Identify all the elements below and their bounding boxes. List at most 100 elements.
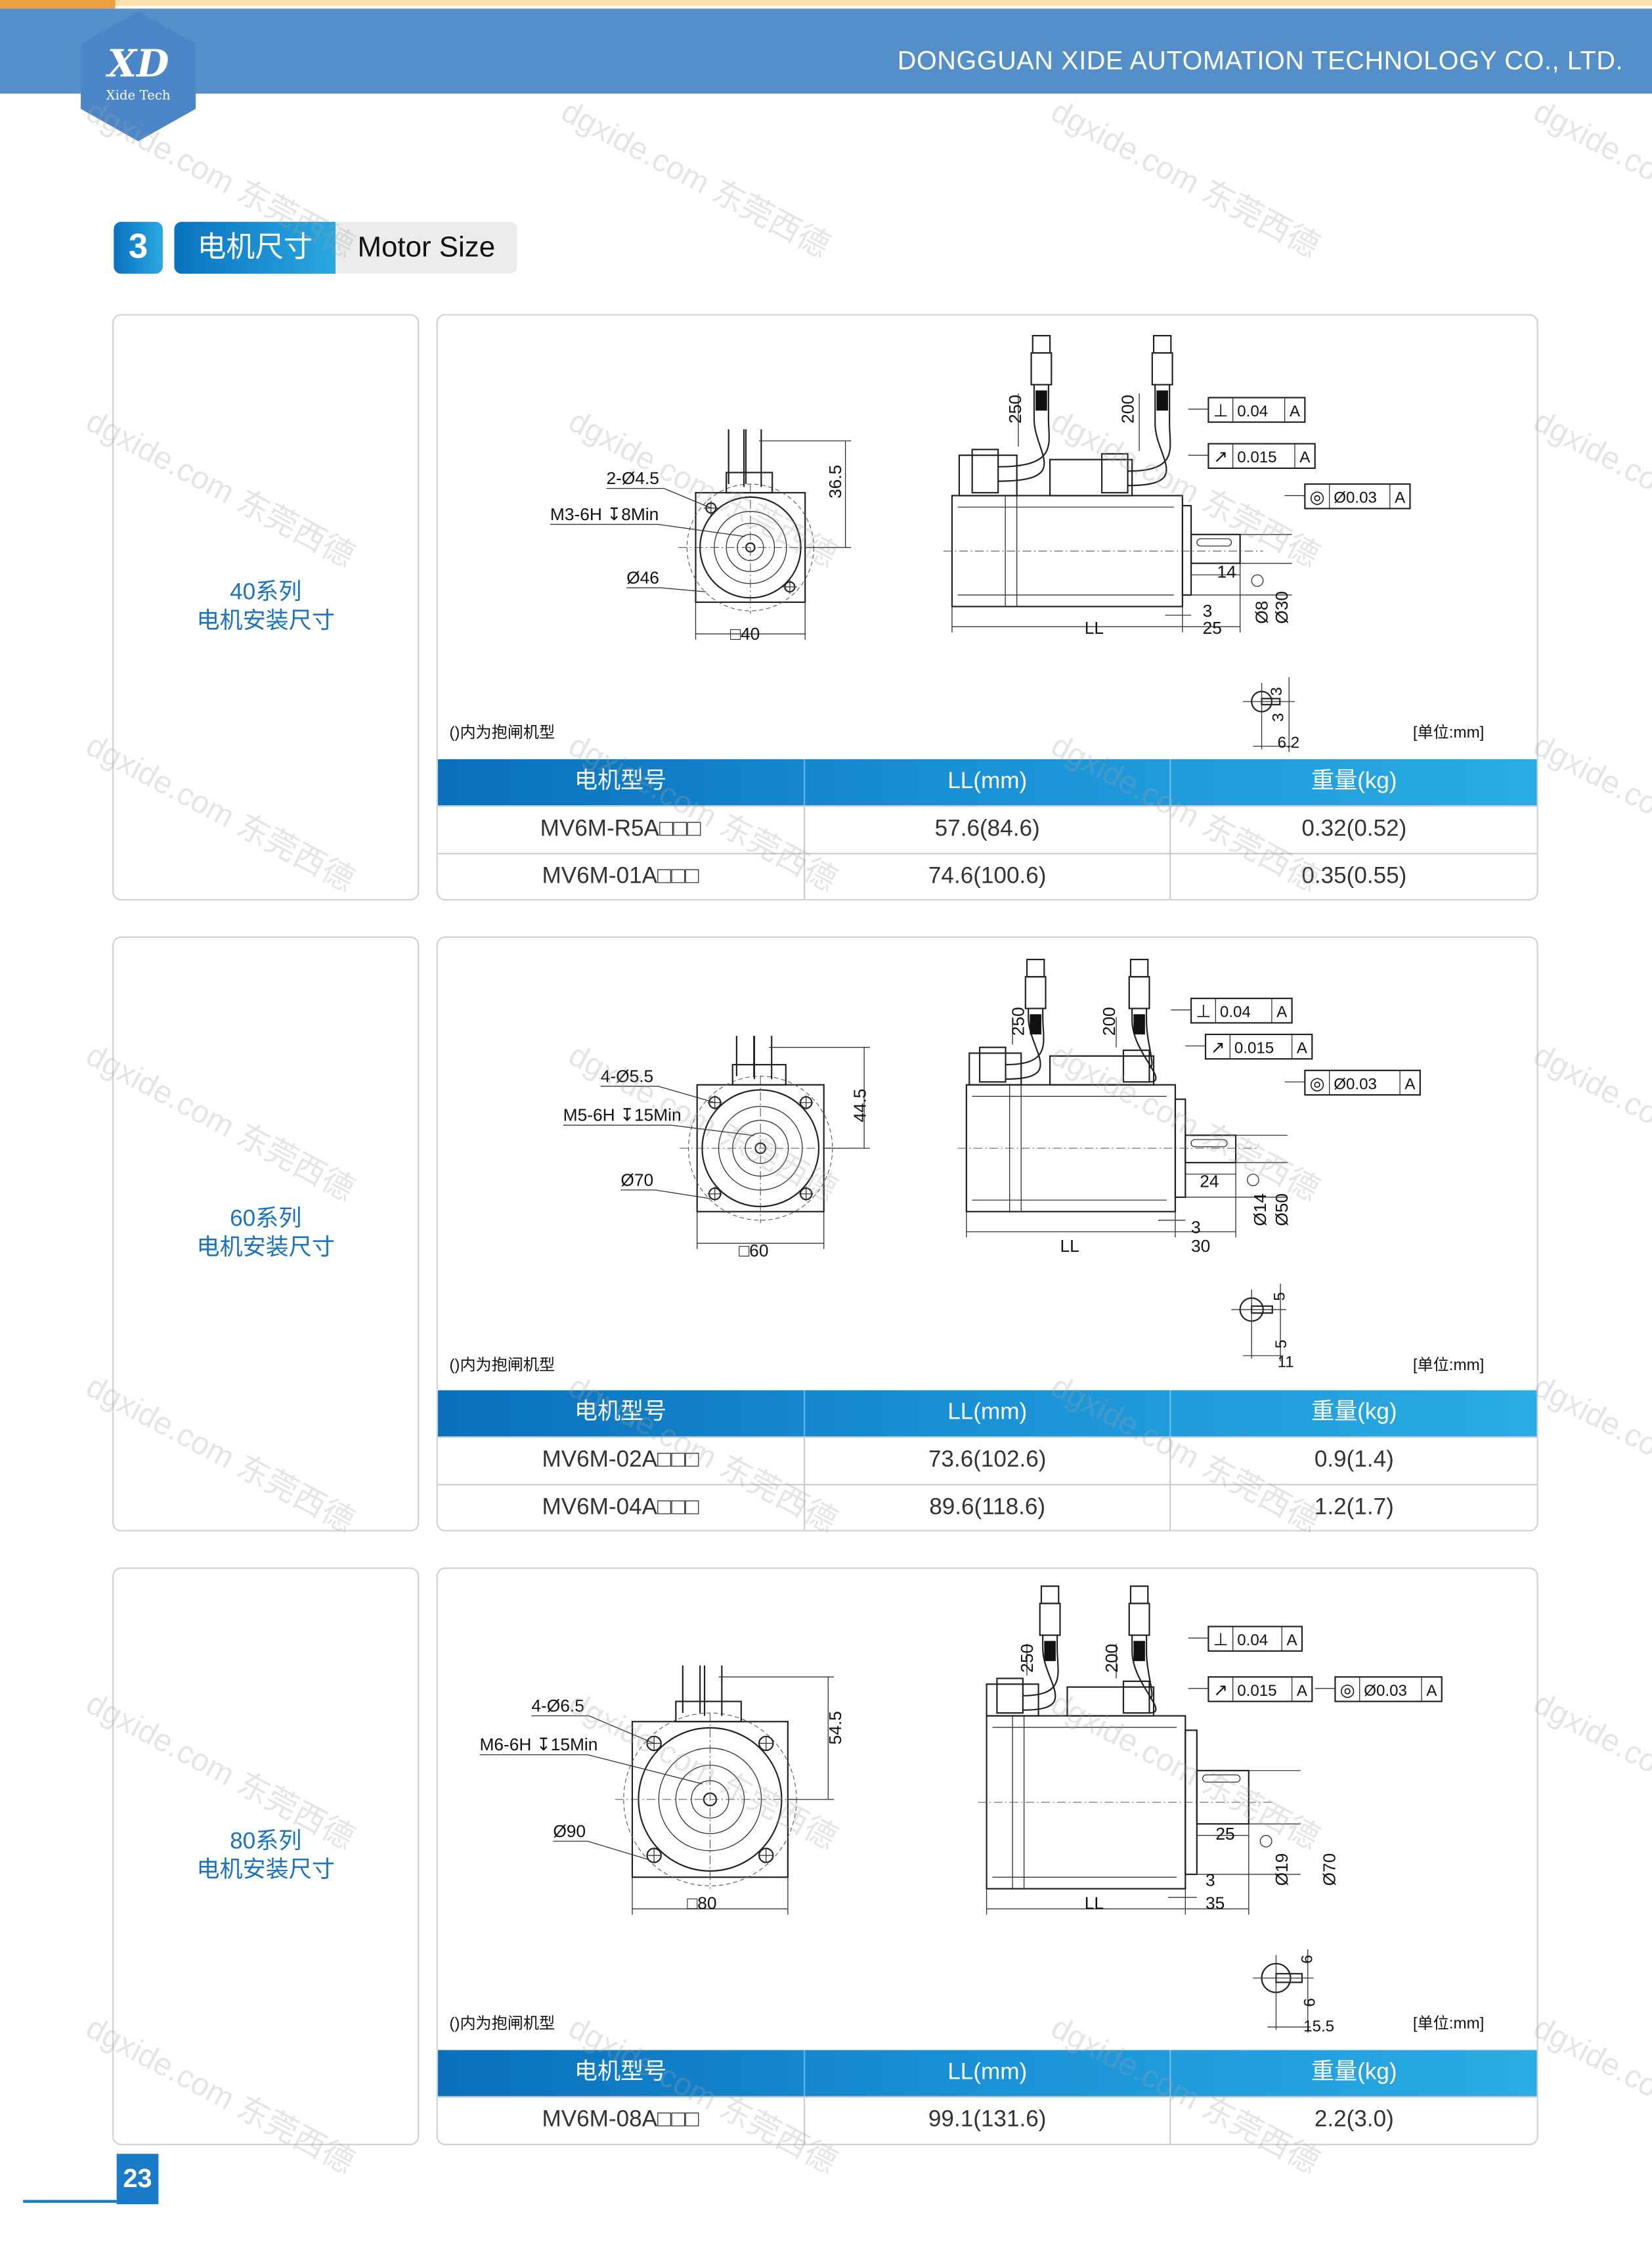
perpendicularity-value: 0.04: [1220, 1004, 1251, 1021]
runout-symbol-icon: ↗: [1211, 1037, 1225, 1057]
perpendicularity-datum: A: [1290, 403, 1301, 420]
spigot-dia-label: Ø50: [1272, 1193, 1292, 1226]
cable-connector: [1049, 1055, 1155, 1086]
shaft-total-label: 30: [1191, 1236, 1210, 1256]
cell-model: MV6M-R5A□□□: [540, 816, 701, 842]
shaft: [1185, 1134, 1237, 1164]
flange-size-label: □80: [687, 1893, 716, 1913]
plug-housing: [1024, 976, 1047, 1009]
pcd-label: Ø70: [620, 1170, 653, 1189]
dimension-line: [1185, 1134, 1288, 1198]
watermark-text: dgxide.com 东莞西德: [1528, 402, 1652, 574]
cell-ll: 73.6(102.6): [803, 1438, 1170, 1484]
perpendicularity-symbol-icon: ⊥: [1196, 1002, 1211, 1021]
cell-ll: 99.1(131.6): [803, 2097, 1170, 2144]
table-row: MV6M-04A□□□ 89.6(118.6) 1.2(1.7): [437, 1484, 1537, 1530]
cable-connector: [958, 454, 1018, 497]
cable-icon: [728, 429, 762, 487]
unit-note: [单位:mm]: [1413, 2015, 1484, 2033]
flange-thickness-label: 3: [1203, 601, 1213, 621]
key-depth-label: 5: [1272, 1340, 1290, 1348]
header-ll: LL(mm): [803, 2050, 1170, 2096]
plug-housing: [1030, 352, 1053, 386]
connector-block: [675, 1700, 742, 1723]
runout-symbol-icon: ↗: [1213, 1680, 1228, 1700]
watermark-text: dgxide.com 东莞西德: [1528, 726, 1652, 898]
watermark-text: dgxide.com 东莞西德: [1045, 93, 1326, 265]
leader-line: [553, 1840, 650, 1861]
concentricity-datum: A: [1426, 1682, 1437, 1700]
dimension-line: [697, 1211, 825, 1249]
spec-table-40: 电机型号 LL(mm) 重量(kg) MV6M-R5A□□□ 57.6(84.6…: [437, 759, 1537, 899]
perpendicularity-value: 0.04: [1237, 403, 1268, 420]
key-height-label: 11: [1278, 1354, 1294, 1371]
table-row: MV6M-02A□□□ 73.6(102.6) 0.9(1.4): [437, 1436, 1537, 1484]
plug-connector-icon: [1026, 958, 1045, 978]
cell-ll: 57.6(84.6): [803, 807, 1170, 853]
dimension-line: [695, 602, 806, 640]
cable-icon: [682, 1665, 723, 1716]
key-width-label: 3: [1268, 687, 1286, 696]
cable: [1022, 1635, 1059, 1711]
shaft-key-detail: 336.2: [1243, 676, 1300, 753]
logo-mark: XD: [107, 43, 169, 87]
cell-ll: 74.6(100.6): [803, 854, 1170, 899]
leader-line: [563, 1124, 754, 1136]
plug-connector-icon: [1152, 335, 1172, 354]
spigot: [1181, 504, 1192, 596]
concentricity-symbol-icon: ◎: [1340, 1680, 1355, 1700]
concentricity-symbol-icon: ◎: [1310, 1073, 1325, 1093]
cell-weight: 0.35(0.55): [1169, 854, 1537, 899]
dimension-line: [769, 1047, 870, 1149]
cell-weight: 0.9(1.4): [1169, 1438, 1537, 1484]
brake-model-note: ()内为抱闸机型: [449, 2015, 555, 2033]
pcd-label: Ø90: [553, 1821, 586, 1841]
key-depth-label: 3: [1269, 713, 1287, 722]
key-height-label: 6.2: [1278, 734, 1300, 751]
series-subtitle: 电机安装尺寸: [196, 1857, 336, 1882]
cable2-label: 200: [1118, 395, 1137, 424]
centerline: [680, 1076, 842, 1224]
series-subtitle: 电机安装尺寸: [196, 1235, 336, 1260]
table-row: MV6M-R5A□□□ 57.6(84.6) 0.32(0.52): [437, 805, 1537, 853]
header-weight: 重量(kg): [1169, 2050, 1537, 2096]
dimension-line: [632, 1877, 789, 1915]
dimension-line: [966, 1162, 1236, 1238]
runout-datum: A: [1299, 449, 1311, 466]
cable-gland: [1100, 453, 1129, 494]
cable-gland: [1122, 1050, 1150, 1083]
perpendicularity-datum: A: [1287, 1631, 1298, 1649]
height-label: 54.5: [825, 1711, 845, 1744]
shaft: [1196, 1769, 1250, 1825]
dimension-line: [718, 1676, 835, 1800]
connector-block: [726, 472, 773, 494]
shaft-key: [1196, 538, 1232, 547]
cable-sleeve: [1030, 1014, 1041, 1034]
cable-connector: [1066, 1686, 1155, 1717]
cable: [1127, 384, 1171, 487]
cable-icon: [735, 1036, 773, 1079]
brake-model-note: ()内为抱闸机型: [449, 724, 555, 742]
leader-line: [620, 1189, 710, 1199]
watermark-text: dgxide.com 东莞西德: [1528, 1367, 1652, 1539]
dimension-line: [986, 1824, 1250, 1915]
mount-holes-label: 2-Ø4.5: [606, 468, 659, 488]
concentricity-datum: A: [1404, 1075, 1416, 1093]
shaft-length-label: 14: [1217, 562, 1236, 582]
runout-datum: A: [1297, 1039, 1308, 1057]
shaft-key: [1190, 1139, 1228, 1147]
table-header: 电机型号 LL(mm) 重量(kg): [437, 759, 1537, 806]
